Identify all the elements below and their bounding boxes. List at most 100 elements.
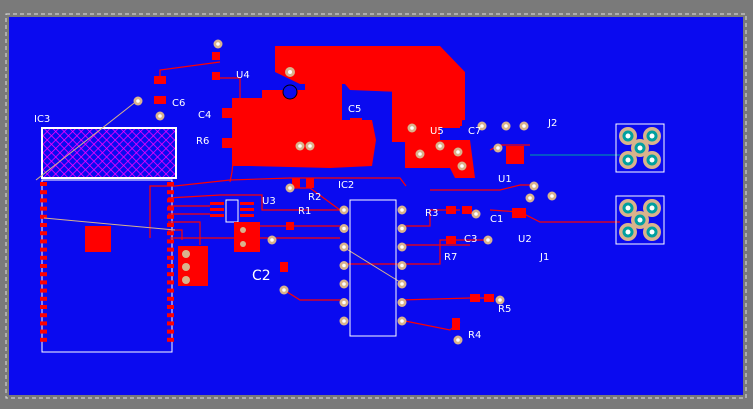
ic3-pad-right bbox=[167, 206, 174, 211]
connector-pad-hole bbox=[649, 205, 655, 211]
ic2-pin-hole bbox=[342, 319, 346, 323]
label-j1: J1 bbox=[539, 252, 549, 263]
ic3-pad-left bbox=[40, 296, 47, 301]
label-c3: C3 bbox=[464, 234, 477, 245]
ic3-pad-right bbox=[167, 247, 174, 252]
u3-via-2 bbox=[240, 241, 246, 247]
ic3-pad-left bbox=[40, 255, 47, 260]
smd-parts bbox=[154, 52, 526, 330]
ic3-pad-right bbox=[167, 280, 174, 285]
silk-labels: U4 C6 C4 R6 C5 U5 C7 J2 IC3 IC2 U3 R2 R1… bbox=[34, 70, 557, 341]
label-ic3: IC3 bbox=[34, 114, 50, 125]
connector-pad-hole bbox=[625, 157, 631, 163]
header-pin-1 bbox=[182, 250, 190, 258]
label-r2: R2 bbox=[308, 192, 321, 203]
ic3-antenna-hatch-2 bbox=[43, 129, 175, 177]
through-hole-pad-hole bbox=[216, 42, 220, 46]
through-hole-pad-hole bbox=[496, 146, 500, 150]
label-c4: C4 bbox=[198, 110, 211, 121]
ic3-pads bbox=[40, 182, 174, 342]
ic2-pin-hole bbox=[400, 226, 404, 231]
ic3-pad-right bbox=[167, 223, 174, 227]
label-u4: U4 bbox=[236, 70, 250, 81]
ic3-pad-right bbox=[167, 239, 174, 244]
connector-pad-hole bbox=[637, 217, 643, 223]
ic3-pad-right bbox=[167, 255, 174, 260]
through-hole-pad-hole bbox=[498, 298, 502, 302]
through-hole-pad-hole bbox=[418, 152, 422, 156]
through-hole-pad-hole bbox=[158, 114, 162, 118]
ic2-outline bbox=[349, 199, 397, 337]
label-c5: C5 bbox=[348, 104, 361, 115]
ic3-pad-left bbox=[40, 272, 47, 277]
ic3-pad-right bbox=[167, 231, 174, 236]
via-power-top-hole bbox=[288, 70, 292, 74]
through-hole-pad-hole bbox=[298, 144, 302, 148]
connector-pad-hole bbox=[625, 229, 631, 235]
ic3-pad-left bbox=[40, 198, 47, 203]
ic2-pin-hole bbox=[342, 300, 346, 305]
through-hole-pad-hole bbox=[528, 196, 532, 200]
label-r1: R1 bbox=[298, 206, 311, 217]
ic3-pad-right bbox=[167, 264, 174, 268]
connector-outline bbox=[615, 195, 665, 245]
through-hole-pad-hole bbox=[456, 338, 460, 342]
ic3-pad-right bbox=[167, 313, 174, 318]
ic3-pad-left bbox=[40, 321, 47, 326]
label-r5: R5 bbox=[498, 304, 511, 315]
through-hole-pad-hole bbox=[480, 124, 484, 128]
ratsnest-1 bbox=[35, 99, 139, 181]
ic2-pin-hole bbox=[400, 282, 404, 286]
ic3-pad-left bbox=[40, 190, 47, 195]
connector-pad-hole bbox=[649, 133, 655, 139]
ic3-pad-left bbox=[40, 231, 47, 236]
ic2-pin-hole bbox=[342, 282, 346, 286]
through-hole-pad-hole bbox=[288, 186, 292, 190]
through-hole-pad-hole bbox=[410, 126, 414, 130]
through-hole-pad-hole bbox=[456, 150, 460, 154]
label-u5: U5 bbox=[430, 126, 444, 137]
through-hole-pad-hole bbox=[136, 99, 140, 103]
ic3-pad-right bbox=[167, 337, 174, 342]
through-hole-pad-hole bbox=[438, 144, 442, 148]
ic3-pad-left bbox=[40, 337, 47, 342]
ic3-pad-left bbox=[40, 280, 47, 285]
ic3-keepout bbox=[41, 127, 177, 179]
connector-pad-hole bbox=[637, 145, 643, 151]
label-c7: C7 bbox=[468, 126, 481, 137]
header-pin-2 bbox=[182, 263, 190, 271]
connector-outline bbox=[615, 123, 665, 173]
through-hole-pad-hole bbox=[460, 164, 464, 168]
through-hole-pad-hole bbox=[532, 184, 536, 188]
connector-pad-hole bbox=[625, 205, 631, 211]
header-pin-3 bbox=[182, 276, 190, 284]
through-hole-pad-hole bbox=[486, 238, 490, 242]
u3-via-1 bbox=[240, 227, 246, 233]
ic3-pad-left bbox=[40, 247, 47, 252]
ic3-pad-right bbox=[167, 214, 174, 219]
through-hole-pad-hole bbox=[504, 124, 508, 128]
via-power bbox=[282, 84, 298, 100]
ic3-pad-left bbox=[40, 329, 47, 334]
through-hole-pad-hole bbox=[282, 288, 286, 292]
label-u3: U3 bbox=[262, 196, 276, 207]
ic3-pad-left bbox=[40, 206, 47, 211]
connectors bbox=[615, 123, 665, 245]
label-ic2: IC2 bbox=[338, 180, 354, 191]
through-hole-pad-hole bbox=[522, 124, 526, 128]
ic3-pad-left bbox=[40, 305, 47, 309]
through-hole-pad-hole bbox=[308, 144, 312, 148]
ic2-pin-hole bbox=[342, 263, 346, 268]
label-u1: U1 bbox=[498, 174, 512, 185]
ic3-pad-right bbox=[167, 305, 174, 309]
through-hole-pad-hole bbox=[550, 194, 554, 198]
connector-pad-hole bbox=[649, 229, 655, 235]
ic3-pad-left bbox=[40, 223, 47, 227]
ic2-pin-hole bbox=[400, 263, 404, 268]
label-u2: U2 bbox=[518, 234, 532, 245]
label-c6: C6 bbox=[172, 98, 185, 109]
ic3-pad-left bbox=[40, 182, 47, 186]
ic3-pad-right bbox=[167, 321, 174, 326]
through-hole-pads bbox=[133, 39, 557, 345]
